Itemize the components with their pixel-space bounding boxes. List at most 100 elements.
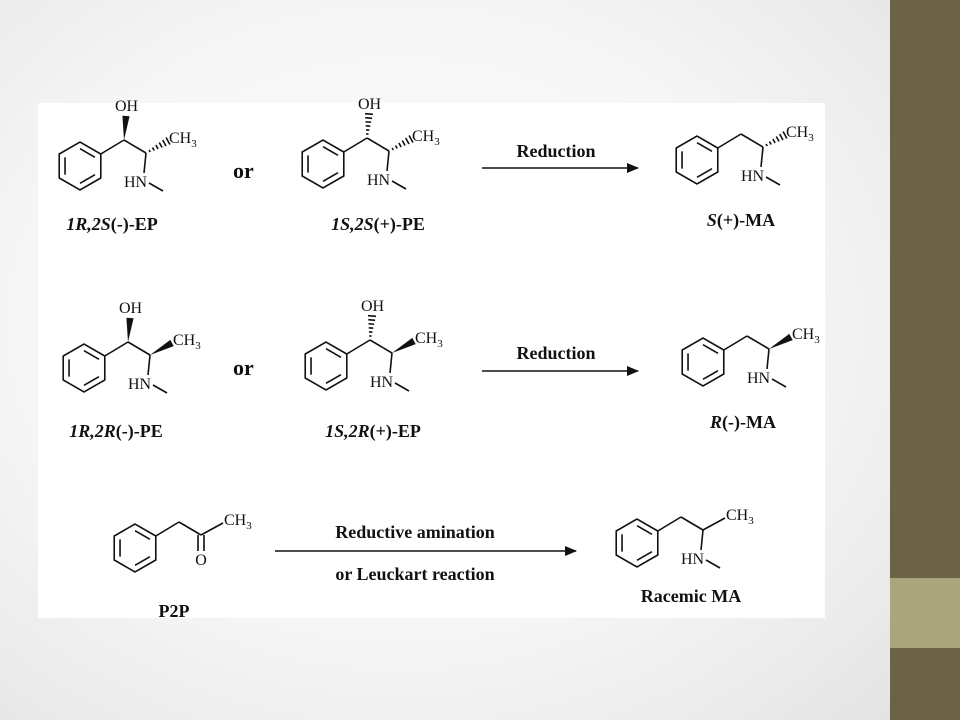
molecules: OHCH3HNOHCH3HNCH3HNOHCH3HNOHCH3HNCH3HNCH… xyxy=(58,96,820,573)
hash-mark xyxy=(401,140,406,146)
hash-mark xyxy=(365,116,373,120)
bond-c1-oh xyxy=(122,115,130,140)
hash-mark xyxy=(158,142,163,148)
hash-mark xyxy=(404,137,410,145)
hn-label: HN xyxy=(747,370,771,387)
bond-c2-n xyxy=(386,150,390,172)
ring-outline xyxy=(62,343,106,393)
bond-n-methyl xyxy=(765,176,781,186)
hash-mark xyxy=(398,142,402,148)
benzene-ring xyxy=(675,135,719,185)
compound-label-s-ma: S(+)-MA xyxy=(707,210,775,231)
bond-c2-ch3 xyxy=(392,337,416,353)
hn-label: HN xyxy=(741,168,765,185)
hash-mark xyxy=(367,314,377,318)
benzene-ring xyxy=(113,523,157,573)
ring-outline xyxy=(301,139,345,189)
ring-double-bond xyxy=(636,525,653,536)
bond-c2-n xyxy=(389,352,393,374)
bond-ch2-c2 xyxy=(746,335,770,350)
compound-label-1s2s-pe: 1S,2S(+)-PE xyxy=(331,214,425,235)
ring-double-bond xyxy=(134,555,151,566)
side-bar-middle xyxy=(890,578,960,648)
side-bar-bottom xyxy=(890,648,960,720)
bond-ring-ch2 xyxy=(657,516,682,532)
hash-mark xyxy=(391,147,394,151)
hn-label: HN xyxy=(124,174,148,191)
oh-label: OH xyxy=(361,298,385,315)
compound-label-racemic-ma: Racemic MA xyxy=(641,586,741,606)
arrow-label-reductive-amination: Reductive amination xyxy=(335,522,495,542)
bond-c1-oh xyxy=(364,112,374,135)
bond-c1-oh xyxy=(367,314,377,337)
ring-double-bond xyxy=(79,148,96,159)
ch3-label: CH3 xyxy=(173,332,201,352)
benzene-ring xyxy=(62,343,106,393)
ring-outline xyxy=(304,341,348,391)
compound-label-p2p: P2P xyxy=(159,601,190,621)
ring-double-bond xyxy=(702,344,719,355)
ring-double-bond xyxy=(83,375,100,386)
bond-c1-c2 xyxy=(366,137,390,152)
bond-c2-ch3 xyxy=(148,137,171,153)
bond-c2-n xyxy=(143,152,147,174)
bond-c2-ch3 xyxy=(391,135,414,151)
benzene-ring xyxy=(681,337,725,387)
arrow-label-leuckart-reaction: or Leuckart reaction xyxy=(335,564,494,584)
ring-double-bond xyxy=(696,167,713,178)
bond-n-methyl xyxy=(148,182,164,192)
bond-c2-n xyxy=(700,529,704,551)
bond-c2-ch3 xyxy=(702,517,726,531)
arrow-label-reduction-row2: Reduction xyxy=(516,343,595,363)
bond-c1-c2 xyxy=(369,339,393,354)
bond-n-methyl xyxy=(771,378,787,388)
ch3-label: CH3 xyxy=(169,130,197,150)
ring-double-bond xyxy=(79,173,96,184)
bond-n-methyl xyxy=(391,180,407,190)
ring-double-bond xyxy=(83,350,100,361)
ring-double-bond xyxy=(702,369,719,380)
hash-mark xyxy=(778,133,784,141)
ch3-label: CH3 xyxy=(415,330,443,350)
side-bar-top xyxy=(890,0,960,578)
ring-double-bond xyxy=(325,348,342,359)
bond-c2-ch3 xyxy=(769,333,793,349)
hash-mark xyxy=(782,131,788,139)
bond-n-methyl xyxy=(394,382,410,392)
ring-double-bond xyxy=(322,146,339,157)
hash-mark xyxy=(151,147,155,151)
bond-ch2-carbonyl xyxy=(178,521,202,536)
oh-label: OH xyxy=(358,96,382,113)
scheme-panel xyxy=(38,103,825,618)
ring-double-bond xyxy=(134,530,151,541)
bond-ring-c1 xyxy=(346,339,371,355)
ring-outline xyxy=(675,135,719,185)
ch3-label: CH3 xyxy=(786,124,814,144)
hn-label: HN xyxy=(128,376,152,393)
compound-label-1r2r-pe: 1R,2R(-)-PE xyxy=(69,421,163,442)
bond-c2-ch3 xyxy=(765,131,788,147)
compound-label-1r2s-ep: 1R,2S(-)-EP xyxy=(66,214,158,235)
ch3-label: CH3 xyxy=(792,326,820,346)
ring-outline xyxy=(615,518,659,568)
bond-c2-ch3 xyxy=(150,339,174,355)
ch3-label: CH3 xyxy=(412,128,440,148)
hash-mark xyxy=(368,318,376,322)
hash-mark xyxy=(772,138,776,144)
hash-mark xyxy=(408,135,414,143)
ring-double-bond xyxy=(325,373,342,384)
bond-carbonyl-ch3 xyxy=(200,522,224,536)
bond-ring-c1 xyxy=(100,139,125,155)
o-label: O xyxy=(195,552,207,569)
bond-ring-c1 xyxy=(104,341,129,357)
ring-double-bond xyxy=(696,142,713,153)
bond-ring-ch2 xyxy=(717,133,742,149)
